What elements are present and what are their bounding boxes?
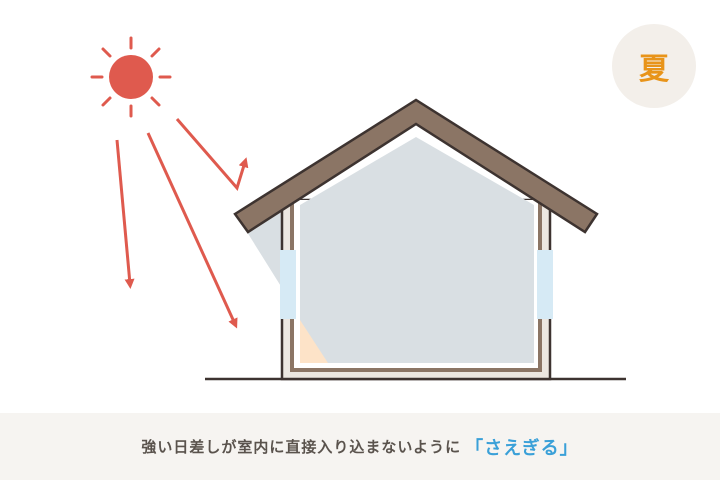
sunlight-patch xyxy=(300,320,328,363)
sun-ray-arrow xyxy=(115,139,135,289)
roof xyxy=(233,98,599,234)
window-left xyxy=(280,250,296,319)
caption-bar: 強い日差しが室内に直接入り込まないように 「さえぎる」 xyxy=(0,413,720,480)
roof-shade xyxy=(247,210,282,288)
window-right xyxy=(537,250,553,319)
season-badge: 夏 xyxy=(612,24,696,108)
caption-text: 強い日差しが室内に直接入り込まないように xyxy=(141,438,462,456)
reflected-ray-arrow xyxy=(175,118,249,192)
room-interior xyxy=(300,137,534,363)
sun-ray-arrow xyxy=(146,132,238,329)
sun-icon xyxy=(90,36,172,118)
sunlight-arrows xyxy=(115,118,249,329)
caption-highlight: 「さえぎる」 xyxy=(465,437,579,459)
